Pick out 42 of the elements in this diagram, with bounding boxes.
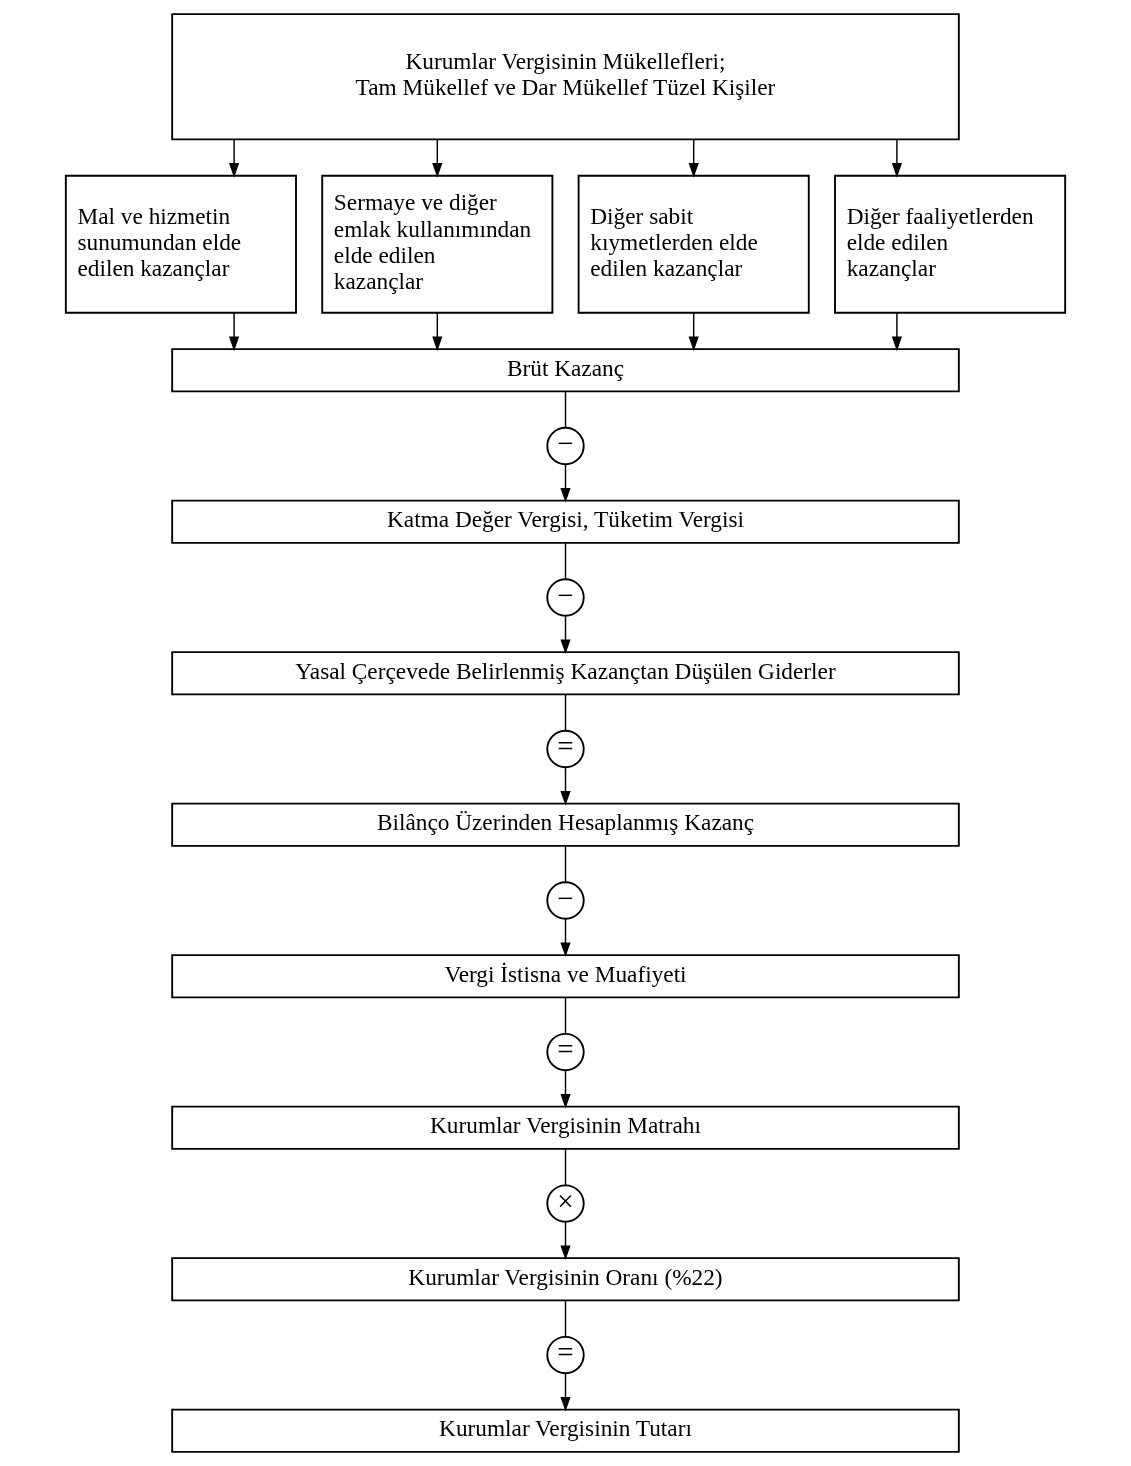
connector	[564, 694, 567, 732]
connector	[564, 997, 567, 1035]
arrow	[560, 766, 571, 806]
arrow	[688, 138, 699, 178]
node-box: Yasal Çerçevede Belirlenmiş Kazançtan Düşülen Giderler	[171, 651, 960, 696]
node-box: Kurumlar Vergisinin Tutarı	[171, 1408, 960, 1453]
node-box: Sermaye ve diğer emlak kullanımından elde edilen kazançlar	[321, 174, 554, 314]
node-circle: =	[546, 1032, 585, 1072]
node-circle: −	[546, 881, 585, 920]
node-circle: =	[546, 729, 585, 769]
node-box: Brüt Kazanç	[171, 348, 960, 393]
node-box: Katma Değer Vergisi, Tüketim Vergisi	[171, 499, 960, 544]
node-box: Kurumlar Vergisinin Mükellefleri; Tam Mükellef ve Dar Mükellef Tüzel Kişiler	[171, 13, 960, 141]
arrow	[560, 918, 571, 958]
arrow	[432, 312, 443, 352]
connector	[564, 391, 567, 429]
arrow	[229, 312, 240, 352]
arrow	[229, 138, 240, 178]
arrow	[560, 1221, 571, 1261]
node-circle: −	[546, 578, 585, 617]
arrow	[432, 138, 443, 178]
arrow	[560, 615, 571, 655]
node-box: Kurumlar Vergisinin Matrahı	[171, 1105, 960, 1150]
connector	[564, 1148, 567, 1187]
arrow	[560, 463, 571, 503]
node-circle: =	[546, 1335, 585, 1375]
arrow	[891, 312, 902, 352]
arrow	[560, 1372, 571, 1412]
node-box: Diğer sabit kıymetlerden elde edilen kazançlar	[577, 174, 810, 314]
arrow	[688, 312, 699, 352]
connector	[564, 1300, 567, 1338]
node-box: Vergi İstisna ve Muafiyeti	[171, 954, 960, 999]
node-box: Diğer faaliyetlerden elde edilen kazançlar	[834, 174, 1067, 314]
connector	[564, 845, 567, 884]
arrow	[560, 1069, 571, 1109]
node-box: Kurumlar Vergisinin Oranı (%22)	[171, 1257, 960, 1302]
node-box: Bilânço Üzerinden Hesaplanmış Kazanç	[171, 802, 960, 847]
connector	[564, 542, 567, 581]
node-circle: −	[546, 426, 585, 466]
node-circle: ×	[546, 1184, 585, 1223]
arrow	[891, 138, 902, 178]
node-box: Mal ve hizmetin sunumundan elde edilen kazançlar	[64, 174, 297, 314]
